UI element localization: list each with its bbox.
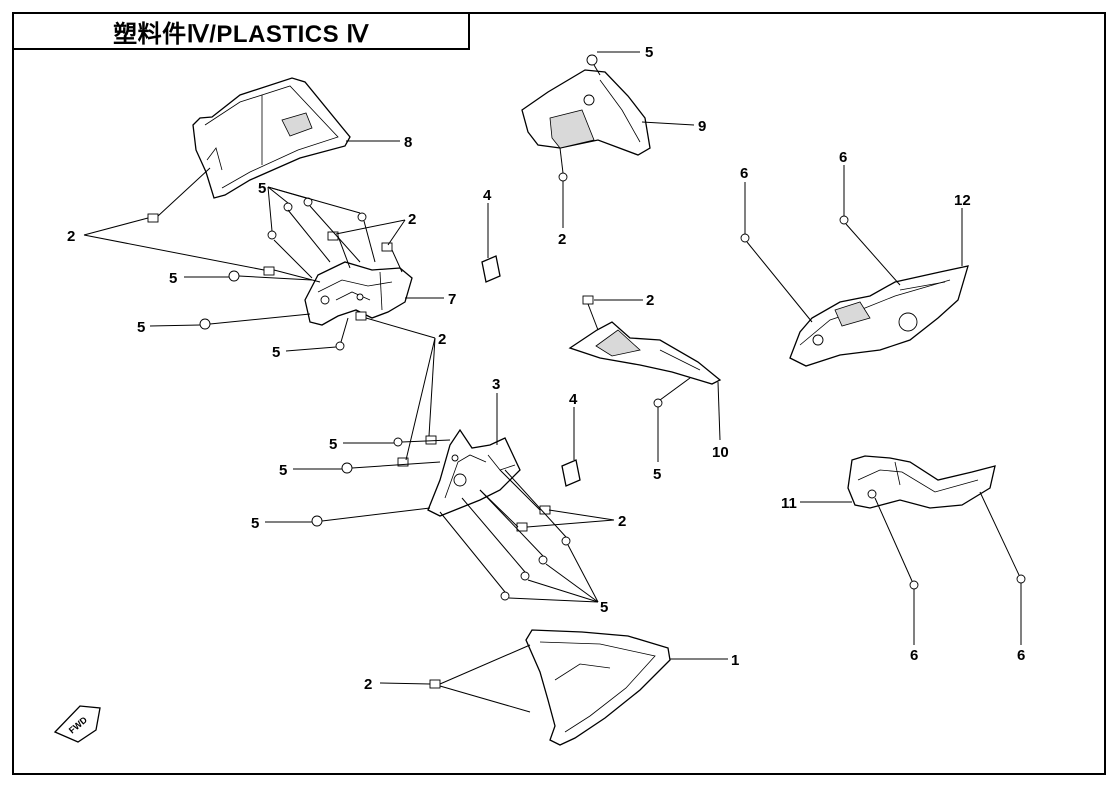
label-part-2: 2 (558, 231, 566, 248)
label-part-4: 4 (483, 187, 492, 204)
label-part-2: 2 (646, 292, 654, 309)
label-part-11: 11 (781, 495, 797, 512)
leader-lines (83, 51, 1022, 713)
label-part-5: 5 (645, 44, 653, 61)
label-part-12: 12 (954, 192, 971, 209)
label-part-2: 2 (408, 211, 416, 228)
part-12-cover (789, 265, 969, 367)
label-part-2: 2 (364, 676, 372, 693)
label-part-5: 5 (169, 270, 177, 287)
label-part-2: 2 (618, 513, 626, 530)
label-part-6: 6 (910, 647, 918, 664)
part-8-cover (192, 77, 351, 199)
title-box: 塑料件Ⅳ/PLASTICS Ⅳ (12, 12, 470, 50)
label-part-6: 6 (740, 165, 748, 182)
label-part-5: 5 (251, 515, 259, 532)
label-part-10: 10 (712, 444, 729, 461)
label-part-5: 5 (272, 344, 280, 361)
label-part-3: 3 (492, 376, 500, 393)
label-part-1: 1 (731, 652, 739, 669)
part-3-bracket (427, 428, 521, 517)
label-part-7: 7 (448, 291, 456, 308)
label-part-2: 2 (67, 228, 75, 245)
part-4-block-upper (481, 255, 501, 283)
label-part-5: 5 (653, 466, 661, 483)
label-part-5: 5 (600, 599, 608, 616)
part-9-cover (521, 69, 651, 156)
callout-labels: 1 2 2 2 2 2 2 2 3 4 4 5 5 5 5 5 5 5 5 5 … (67, 44, 1025, 693)
part-11-cover (847, 455, 996, 509)
drawing-frame (12, 12, 1106, 775)
label-part-5: 5 (329, 436, 337, 453)
part-7-bracket (304, 261, 413, 326)
part-10-cover (568, 321, 722, 385)
label-part-5: 5 (279, 462, 287, 479)
label-part-5: 5 (137, 319, 145, 336)
label-part-8: 8 (404, 134, 412, 151)
part-4-block-lower (561, 459, 581, 487)
part-1-cover (525, 629, 671, 746)
fwd-arrow-icon: FWD (53, 705, 101, 743)
label-part-4: 4 (569, 391, 578, 408)
label-part-9: 9 (698, 118, 706, 135)
page-title: 塑料件Ⅳ/PLASTICS Ⅳ (113, 20, 369, 48)
label-part-6: 6 (1017, 647, 1025, 664)
label-part-6: 6 (839, 149, 847, 166)
hardware (147, 54, 1026, 689)
label-part-2: 2 (438, 331, 446, 348)
label-part-5: 5 (258, 180, 266, 197)
